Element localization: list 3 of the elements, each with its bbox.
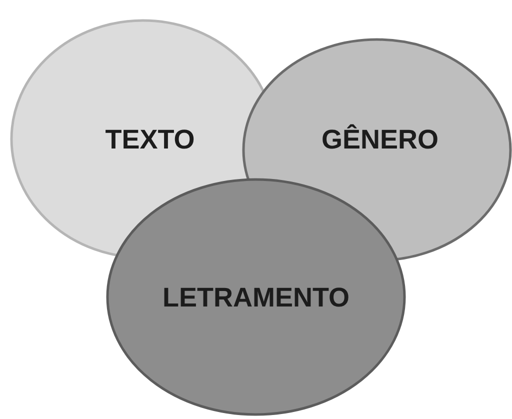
ellipse-label: GÊNERO — [321, 124, 439, 156]
ellipse-label: TEXTO — [105, 124, 195, 156]
ellipse-label: LETRAMENTO — [162, 282, 350, 314]
